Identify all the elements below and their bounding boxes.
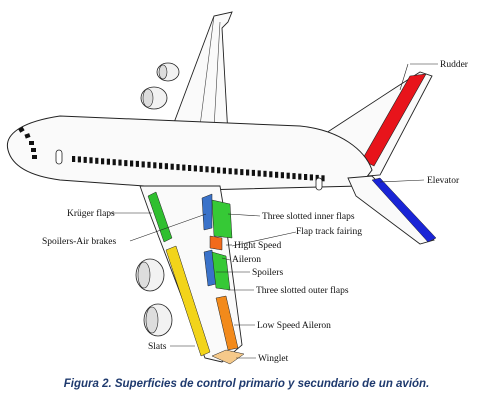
passenger-window bbox=[135, 160, 139, 167]
far-wing-surface-line bbox=[199, 15, 221, 129]
passenger-window bbox=[304, 174, 308, 180]
passenger-window bbox=[153, 162, 157, 169]
passenger-window bbox=[275, 171, 279, 178]
passenger-window bbox=[228, 168, 232, 175]
passenger-window bbox=[118, 159, 122, 166]
label-winglet: Winglet bbox=[258, 354, 289, 364]
rear-door bbox=[315, 177, 323, 191]
passenger-window bbox=[222, 167, 226, 174]
kruger-flaps-surface bbox=[147, 191, 173, 243]
passenger-window bbox=[164, 163, 168, 170]
passenger-window bbox=[141, 161, 145, 168]
label-hight-speed: Hight Speed bbox=[234, 241, 281, 251]
passenger-window bbox=[298, 173, 302, 180]
passenger-window bbox=[77, 156, 81, 163]
passenger-window bbox=[269, 171, 273, 178]
fuselage bbox=[6, 115, 373, 191]
far-wing bbox=[171, 11, 233, 136]
rudder-surface bbox=[361, 73, 427, 167]
passenger-window bbox=[217, 167, 221, 174]
passenger-window bbox=[263, 170, 267, 177]
label-three-slotted-inner-flaps: Three slotted inner flaps bbox=[262, 211, 355, 222]
passenger-window bbox=[147, 161, 151, 168]
high-speed-aileron-surface bbox=[209, 235, 223, 251]
passenger-window bbox=[83, 156, 87, 163]
passenger-window bbox=[286, 172, 290, 179]
label-elevator: Elevator bbox=[427, 176, 460, 186]
passenger-window bbox=[246, 169, 250, 176]
passenger-window bbox=[106, 158, 110, 165]
label-low-speed-aileron: Low Speed Aileron bbox=[257, 321, 331, 331]
passenger-window bbox=[315, 174, 319, 181]
passenger-window bbox=[176, 164, 180, 171]
label-aileron: Aileron bbox=[232, 255, 261, 265]
winglet-surface bbox=[211, 349, 245, 365]
passenger-window bbox=[72, 156, 76, 162]
passenger-window bbox=[101, 158, 105, 165]
near-engine-inner-fan bbox=[137, 261, 151, 289]
passenger-window bbox=[112, 159, 116, 166]
passenger-window bbox=[159, 162, 163, 169]
inner-flaps-surface bbox=[211, 199, 233, 239]
passenger-window bbox=[251, 169, 255, 176]
passenger-window bbox=[257, 170, 261, 177]
label-kruger-flaps: Krüger flaps bbox=[67, 208, 115, 219]
passenger-window bbox=[193, 165, 197, 172]
passenger-window bbox=[234, 168, 238, 175]
passenger-window bbox=[170, 163, 174, 170]
passenger-window bbox=[205, 166, 209, 173]
passenger-window bbox=[124, 160, 128, 167]
passenger-window bbox=[240, 169, 244, 176]
passenger-windows bbox=[72, 156, 325, 182]
passenger-window bbox=[95, 157, 99, 164]
passenger-window bbox=[211, 166, 215, 173]
label-rudder: Rudder bbox=[440, 60, 469, 70]
passenger-window bbox=[321, 175, 325, 182]
near-engine-outer-fan bbox=[145, 306, 159, 334]
far-engine-outer-fan bbox=[158, 64, 168, 80]
label-flap-track-fairing: Flap track fairing bbox=[296, 226, 362, 237]
passenger-window bbox=[280, 172, 284, 179]
passenger-window bbox=[89, 157, 93, 164]
slats-surface bbox=[165, 245, 211, 357]
cockpit-windows bbox=[18, 126, 37, 159]
passenger-window bbox=[188, 165, 192, 171]
elevator-surface bbox=[371, 177, 437, 243]
label-slats: Slats bbox=[148, 342, 167, 352]
low-speed-aileron-surface bbox=[215, 295, 239, 351]
horizontal-stabilizer bbox=[347, 175, 435, 245]
front-door bbox=[55, 149, 63, 165]
passenger-window bbox=[309, 174, 313, 181]
passenger-window bbox=[130, 160, 134, 167]
passenger-window bbox=[292, 173, 296, 180]
figure-caption: Figura 2. Superficies de control primari… bbox=[63, 378, 430, 390]
label-spoilers: Spoilers bbox=[252, 268, 283, 278]
passenger-window bbox=[182, 164, 186, 171]
label-spoilers-air-brakes: Spoilers-Air brakes bbox=[42, 237, 116, 247]
leader-lines bbox=[110, 63, 438, 359]
far-engine-inner-fan bbox=[142, 88, 154, 108]
passenger-window bbox=[199, 165, 203, 172]
spoilers-air-brakes-surface bbox=[201, 193, 213, 231]
label-three-slotted-outer-flaps: Three slotted outer flaps bbox=[256, 285, 349, 296]
